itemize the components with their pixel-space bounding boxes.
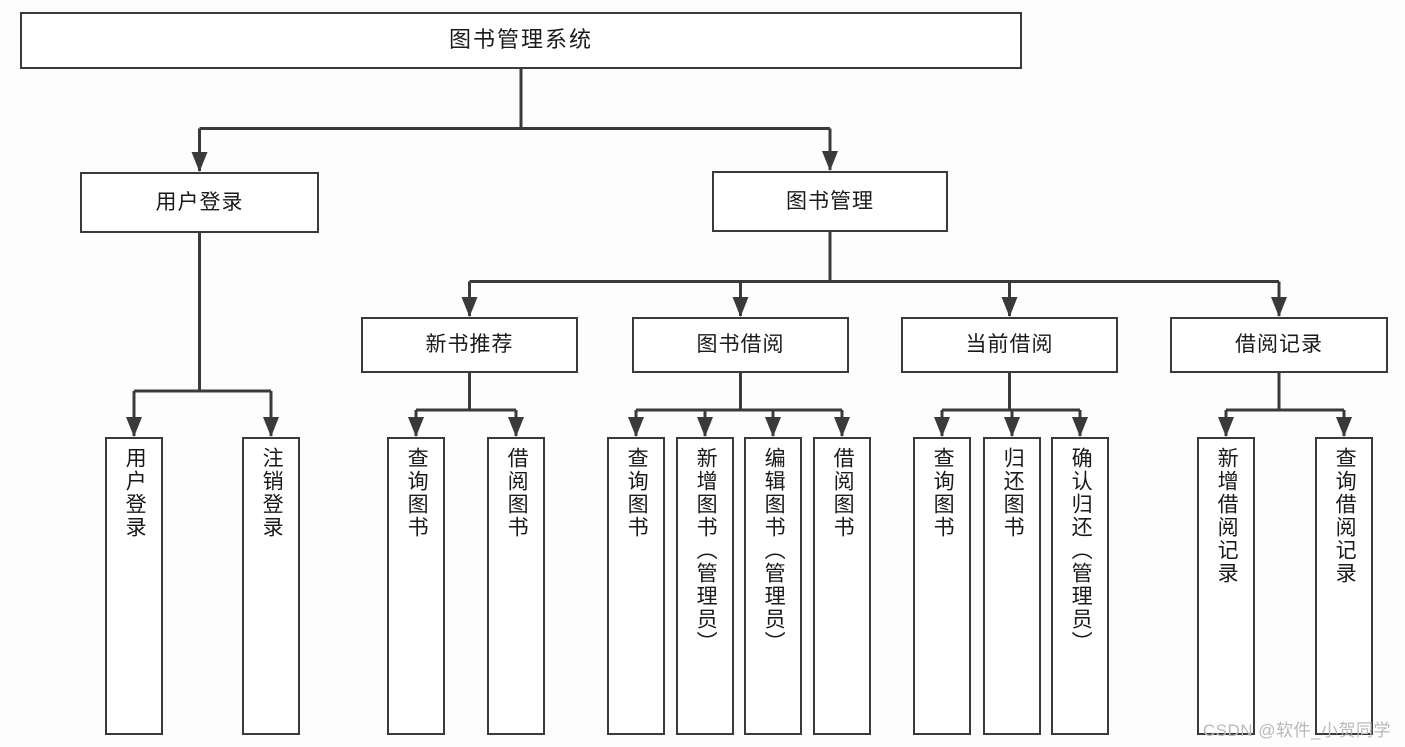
node-leaf_6[interactable]: 编辑图书（管理员） (744, 437, 802, 735)
node-label: 图书管理 (786, 189, 874, 213)
node-label: 图书借阅 (696, 333, 785, 357)
node-leaf_0[interactable]: 用户登录 (105, 437, 163, 735)
node-label: 借阅记录 (1235, 333, 1323, 357)
node-leaf_1[interactable]: 注销登录 (242, 437, 300, 735)
arrow-head (508, 417, 524, 437)
node-label: 用户登录 (123, 447, 147, 539)
arrow-head (628, 417, 644, 437)
arrow-head (822, 151, 838, 171)
node-label: 归还图书 (1001, 447, 1025, 539)
node-label: 新书推荐 (425, 333, 514, 357)
node-leaf_10[interactable]: 确认归还（管理员） (1051, 437, 1109, 735)
node-leaf_7[interactable]: 借阅图书 (813, 437, 871, 735)
watermark: CSDN @软件_小贺同学 (1202, 721, 1391, 740)
node-label: 新增借阅记录 (1215, 447, 1239, 585)
node-leaf_4[interactable]: 查询图书 (607, 437, 665, 735)
node-label: 借阅图书 (505, 447, 529, 539)
node-leaf_5[interactable]: 新增图书（管理员） (676, 437, 734, 735)
arrow-head (1271, 297, 1287, 317)
node-l1_1[interactable]: 图书管理 (712, 171, 948, 232)
node-leaf_8[interactable]: 查询图书 (913, 437, 971, 735)
node-label: 当前借阅 (965, 333, 1054, 357)
node-label: 查询借阅记录 (1333, 447, 1357, 585)
arrow-head (191, 152, 208, 172)
node-l2_0[interactable]: 新书推荐 (361, 317, 578, 373)
node-label: 查询图书 (625, 447, 649, 539)
node-leaf_12[interactable]: 查询借阅记录 (1315, 437, 1373, 735)
arrow-head (1336, 417, 1352, 437)
node-label: 查询图书 (931, 447, 955, 539)
node-l2_1[interactable]: 图书借阅 (632, 317, 849, 373)
node-leaf_3[interactable]: 借阅图书 (487, 437, 545, 735)
node-label: 借阅图书 (831, 447, 855, 539)
node-root[interactable]: 图书管理系统 (20, 12, 1022, 69)
arrow-head (934, 417, 950, 437)
node-leaf_11[interactable]: 新增借阅记录 (1197, 437, 1255, 735)
node-label: 用户登录 (155, 190, 244, 214)
arrow-head (126, 417, 142, 437)
node-leaf_9[interactable]: 归还图书 (983, 437, 1041, 735)
arrow-head (1218, 417, 1234, 437)
arrow-head (1072, 417, 1088, 437)
node-label: 图书管理系统 (448, 27, 593, 53)
node-l2_3[interactable]: 借阅记录 (1170, 317, 1388, 373)
node-leaf_2[interactable]: 查询图书 (387, 437, 445, 735)
arrow-head (1004, 417, 1020, 437)
node-label: 新增图书（管理员） (694, 447, 718, 654)
arrow-head (263, 417, 279, 437)
arrow-head (1001, 297, 1018, 317)
arrow-head (697, 417, 713, 437)
arrow-head (834, 417, 850, 437)
node-label: 确认归还（管理员） (1069, 447, 1093, 654)
arrow-head (732, 297, 749, 317)
node-label: 查询图书 (405, 447, 429, 539)
node-l2_2[interactable]: 当前借阅 (901, 317, 1118, 373)
arrow-head (765, 417, 781, 437)
node-label: 编辑图书（管理员） (762, 447, 786, 654)
arrow-head (461, 297, 478, 317)
arrow-head (408, 417, 424, 437)
node-label: 注销登录 (260, 447, 284, 539)
node-l1_0[interactable]: 用户登录 (80, 172, 319, 233)
